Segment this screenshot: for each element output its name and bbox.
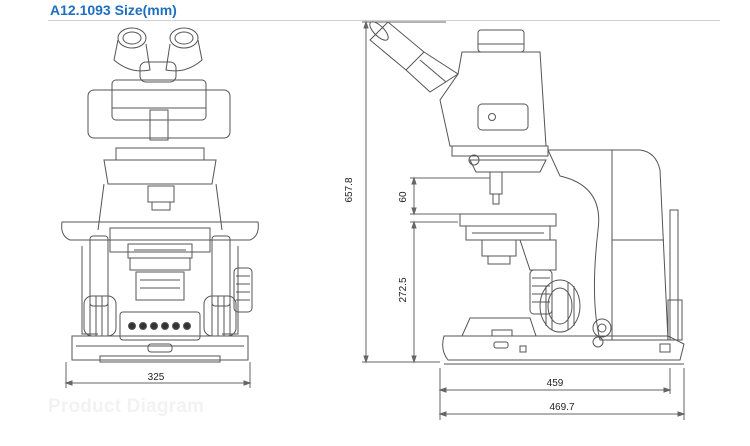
side-body bbox=[539, 149, 683, 348]
side-eyepiece bbox=[369, 21, 459, 93]
front-view-microscope bbox=[61, 27, 259, 363]
dim-side-depth-total: 469.7 bbox=[549, 402, 574, 413]
side-nosepiece bbox=[468, 154, 547, 205]
side-base bbox=[442, 317, 685, 365]
side-dimensions bbox=[362, 20, 686, 420]
front-stand bbox=[61, 147, 259, 335]
front-width-dimension bbox=[64, 362, 252, 388]
front-control-panel bbox=[119, 311, 201, 353]
side-view-microscope bbox=[369, 21, 685, 365]
front-eyepieces bbox=[113, 27, 203, 83]
dim-side-height-total: 657.8 bbox=[344, 177, 355, 202]
product-diagram-label: Product Diagram bbox=[48, 396, 205, 417]
front-head bbox=[87, 79, 231, 141]
dim-side-depth-base: 459 bbox=[547, 378, 564, 389]
dim-side-height-lower: 272.5 bbox=[398, 277, 409, 302]
front-base bbox=[71, 335, 249, 363]
side-stage bbox=[459, 213, 557, 315]
dim-front-width: 325 bbox=[148, 372, 165, 383]
diagram-title: A12.1093 Size(mm) bbox=[50, 2, 177, 18]
header-divider bbox=[48, 20, 720, 21]
dim-side-height-upper: 60 bbox=[398, 191, 409, 203]
side-head bbox=[439, 29, 549, 157]
